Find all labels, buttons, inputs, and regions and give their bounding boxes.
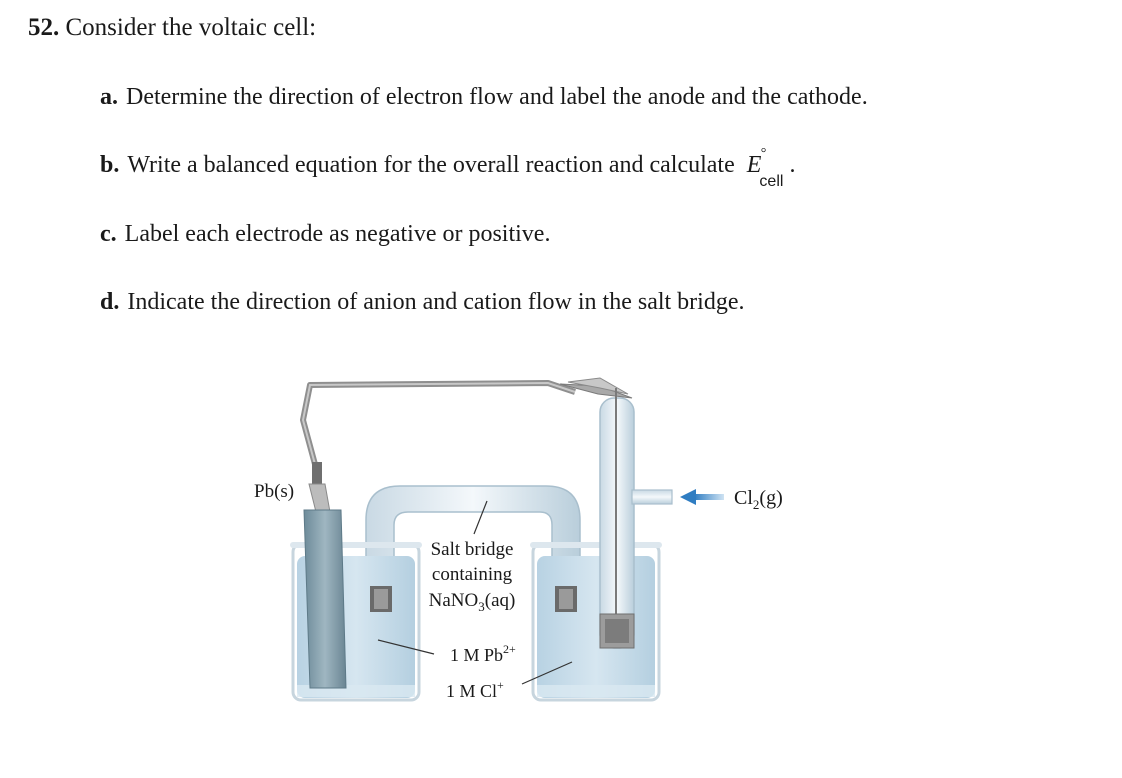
part-c: c. Label each electrode as negative or po… bbox=[100, 221, 550, 248]
question-title: 52. Consider the voltaic cell: bbox=[28, 14, 316, 42]
part-b-end: . bbox=[783, 152, 796, 178]
part-a-label: a. bbox=[100, 84, 118, 110]
part-b-text: Write a balanced equation for the overal… bbox=[127, 152, 735, 178]
part-d: d. Indicate the direction of anion and ca… bbox=[100, 289, 745, 316]
ecell-degree: ° bbox=[760, 146, 767, 161]
ecell-symbol: E° cell bbox=[746, 146, 784, 190]
right-beaker bbox=[530, 542, 662, 702]
part-b: b. Write a balanced equation for the over… bbox=[100, 146, 796, 190]
left-clip bbox=[308, 462, 331, 513]
salt-bridge-leader bbox=[473, 500, 488, 535]
ecell-sub: cell bbox=[759, 172, 784, 190]
ecell-e: E bbox=[746, 152, 762, 178]
salt-bridge-label-2: containing bbox=[432, 564, 513, 585]
part-c-label: c. bbox=[100, 221, 117, 247]
salt-bridge-label-1: Salt bridge bbox=[431, 539, 514, 560]
pb-solution-leader bbox=[377, 639, 435, 655]
part-d-label: d. bbox=[100, 289, 120, 315]
chlorine-gas-tube bbox=[599, 388, 673, 649]
pb-solution-label: 1 M Pb2+ bbox=[450, 642, 516, 665]
question-text: Consider the voltaic cell: bbox=[65, 14, 317, 41]
part-c-text: Label each electrode as negative or posi… bbox=[124, 221, 551, 247]
part-a: a. Determine the direction of electron fl… bbox=[100, 84, 868, 111]
part-a-text: Determine the direction of electron flow… bbox=[126, 84, 868, 110]
external-wire bbox=[300, 380, 576, 469]
gas-flow-arrow bbox=[680, 489, 724, 505]
chlorine-gas-label: Cl2(g) bbox=[734, 487, 783, 512]
right-clip bbox=[559, 377, 633, 399]
pb-electrode-label: Pb(s) bbox=[254, 481, 294, 502]
part-b-label: b. bbox=[100, 152, 120, 178]
cl-solution-label: 1 M Cl+ bbox=[446, 678, 504, 701]
salt-bridge-label-3: NaNO3(aq) bbox=[429, 590, 516, 614]
cl-solution-leader bbox=[521, 661, 573, 685]
question-number: 52. bbox=[28, 14, 60, 41]
lead-electrode bbox=[303, 509, 347, 689]
part-d-text: Indicate the direction of anion and cati… bbox=[127, 289, 745, 315]
